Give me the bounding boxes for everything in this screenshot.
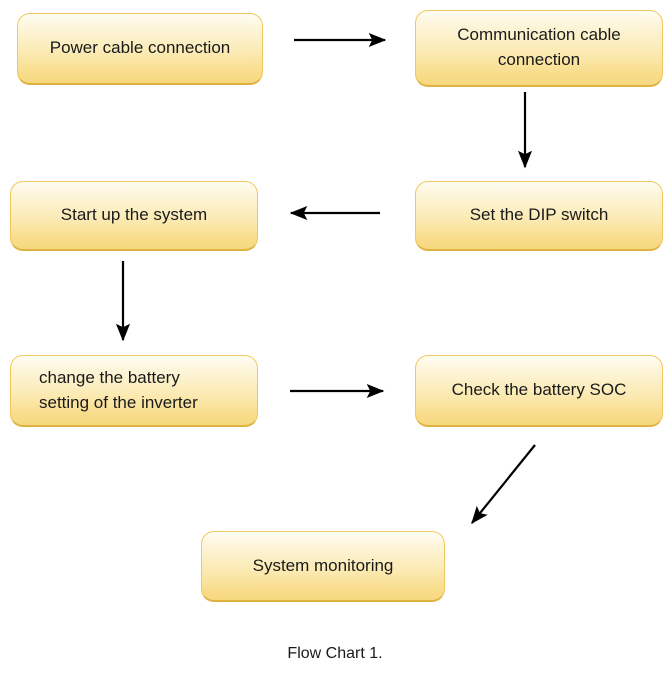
node-label: Set the DIP switch: [469, 205, 609, 225]
node-label: Power cable connection: [49, 38, 231, 58]
process-node-set-the-dip-switch[interactable]: Set the DIP switch: [415, 181, 663, 251]
process-node-start-up-the-system[interactable]: Start up the system: [10, 181, 258, 251]
process-node-communication-cable-connection[interactable]: Communication cable connection: [415, 10, 663, 87]
node-label: change the battery setting of the invert…: [39, 367, 198, 412]
node-label: Communication cable connection: [457, 25, 621, 69]
process-node-check-the-battery-soc[interactable]: Check the battery SOC: [415, 355, 663, 427]
process-node-power-cable-connection[interactable]: Power cable connection: [17, 13, 263, 85]
node-label: Start up the system: [60, 205, 208, 225]
process-node-system-monitoring[interactable]: System monitoring: [201, 531, 445, 602]
process-node-change-the-battery-setting-of-the-inverter[interactable]: change the battery setting of the invert…: [10, 355, 258, 427]
node-label: System monitoring: [252, 555, 394, 575]
figure-caption: Flow Chart 1.: [287, 645, 383, 662]
node-label: Check the battery SOC: [451, 380, 627, 400]
edge-check-soc-to-system-monitoring: [471, 444, 536, 525]
